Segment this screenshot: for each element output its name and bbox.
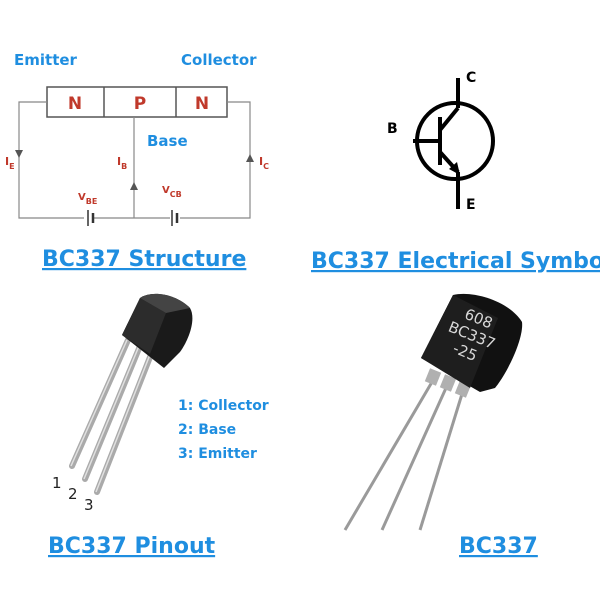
photo-lead-2 [380, 387, 448, 531]
pin-number-3: 3 [84, 496, 94, 514]
structure-title-link[interactable]: BC337 Structure [42, 247, 246, 272]
symbol-b-label: B [387, 121, 398, 137]
to92-top-face [140, 293, 190, 313]
symbol-c-label: C [466, 70, 476, 86]
ie-label: IE [5, 155, 15, 171]
photo-lead-stub-1 [424, 368, 442, 386]
emitter-arrow-icon [449, 162, 460, 175]
pin-number-2: 2 [68, 485, 78, 503]
pinout-panel: 1 2 3 1: Collector 2: Base 3: Emitter BC… [48, 293, 269, 559]
pin-3-emitter: 3: Emitter [178, 446, 257, 462]
ic-label: IC [259, 155, 269, 171]
pinout-lead-1 [69, 337, 131, 469]
ie-arrow-icon [15, 150, 23, 158]
pin-number-1: 1 [52, 474, 62, 492]
photo-title-link[interactable]: BC337 [459, 534, 538, 559]
pinout-lead-1-shine [70, 339, 128, 467]
collector-label: Collector [181, 51, 257, 69]
pinout-lead-2-shine [83, 345, 140, 480]
vbe-label: VBE [78, 192, 97, 206]
collector-wire [180, 101, 251, 219]
photo-lead-stub-2 [439, 374, 457, 392]
photo-flat-face [421, 295, 498, 388]
pin-2-base: 2: Base [178, 422, 236, 438]
pinout-title-link[interactable]: BC337 Pinout [48, 534, 216, 559]
emitter-wire [18, 101, 84, 219]
region-p-base: P [134, 94, 146, 114]
ic-arrow-icon [246, 154, 254, 162]
photo-lead-1 [343, 381, 434, 531]
photo-lead-3 [418, 393, 464, 531]
base-label: Base [147, 132, 188, 150]
symbol-e-label: E [466, 197, 476, 213]
pin-1-collector: 1: Collector [178, 398, 269, 414]
emitter-label: Emitter [14, 51, 78, 69]
vcb-label: VCB [162, 185, 182, 199]
symbol-panel: C B E BC337 Electrical Symbol [311, 70, 600, 274]
symbol-title-link[interactable]: BC337 Electrical Symbol [311, 249, 600, 274]
pinout-lead-3 [94, 349, 155, 495]
structure-panel: Emitter Collector N P N IE IB IC VBE VCB… [5, 51, 269, 272]
region-n-collector: N [195, 94, 209, 114]
region-n-emitter: N [68, 94, 82, 114]
pinout-lead-3-shine [95, 351, 152, 493]
ib-arrow-icon [130, 182, 138, 190]
photo-marking: 608 BC337 -25 [446, 305, 498, 365]
photo-panel: 608 BC337 -25 BC337 [343, 293, 538, 559]
to92-flat-face [122, 298, 166, 354]
pinout-lead-2 [82, 343, 143, 482]
ib-label: IB [117, 155, 127, 171]
collector-diagonal [438, 106, 460, 132]
